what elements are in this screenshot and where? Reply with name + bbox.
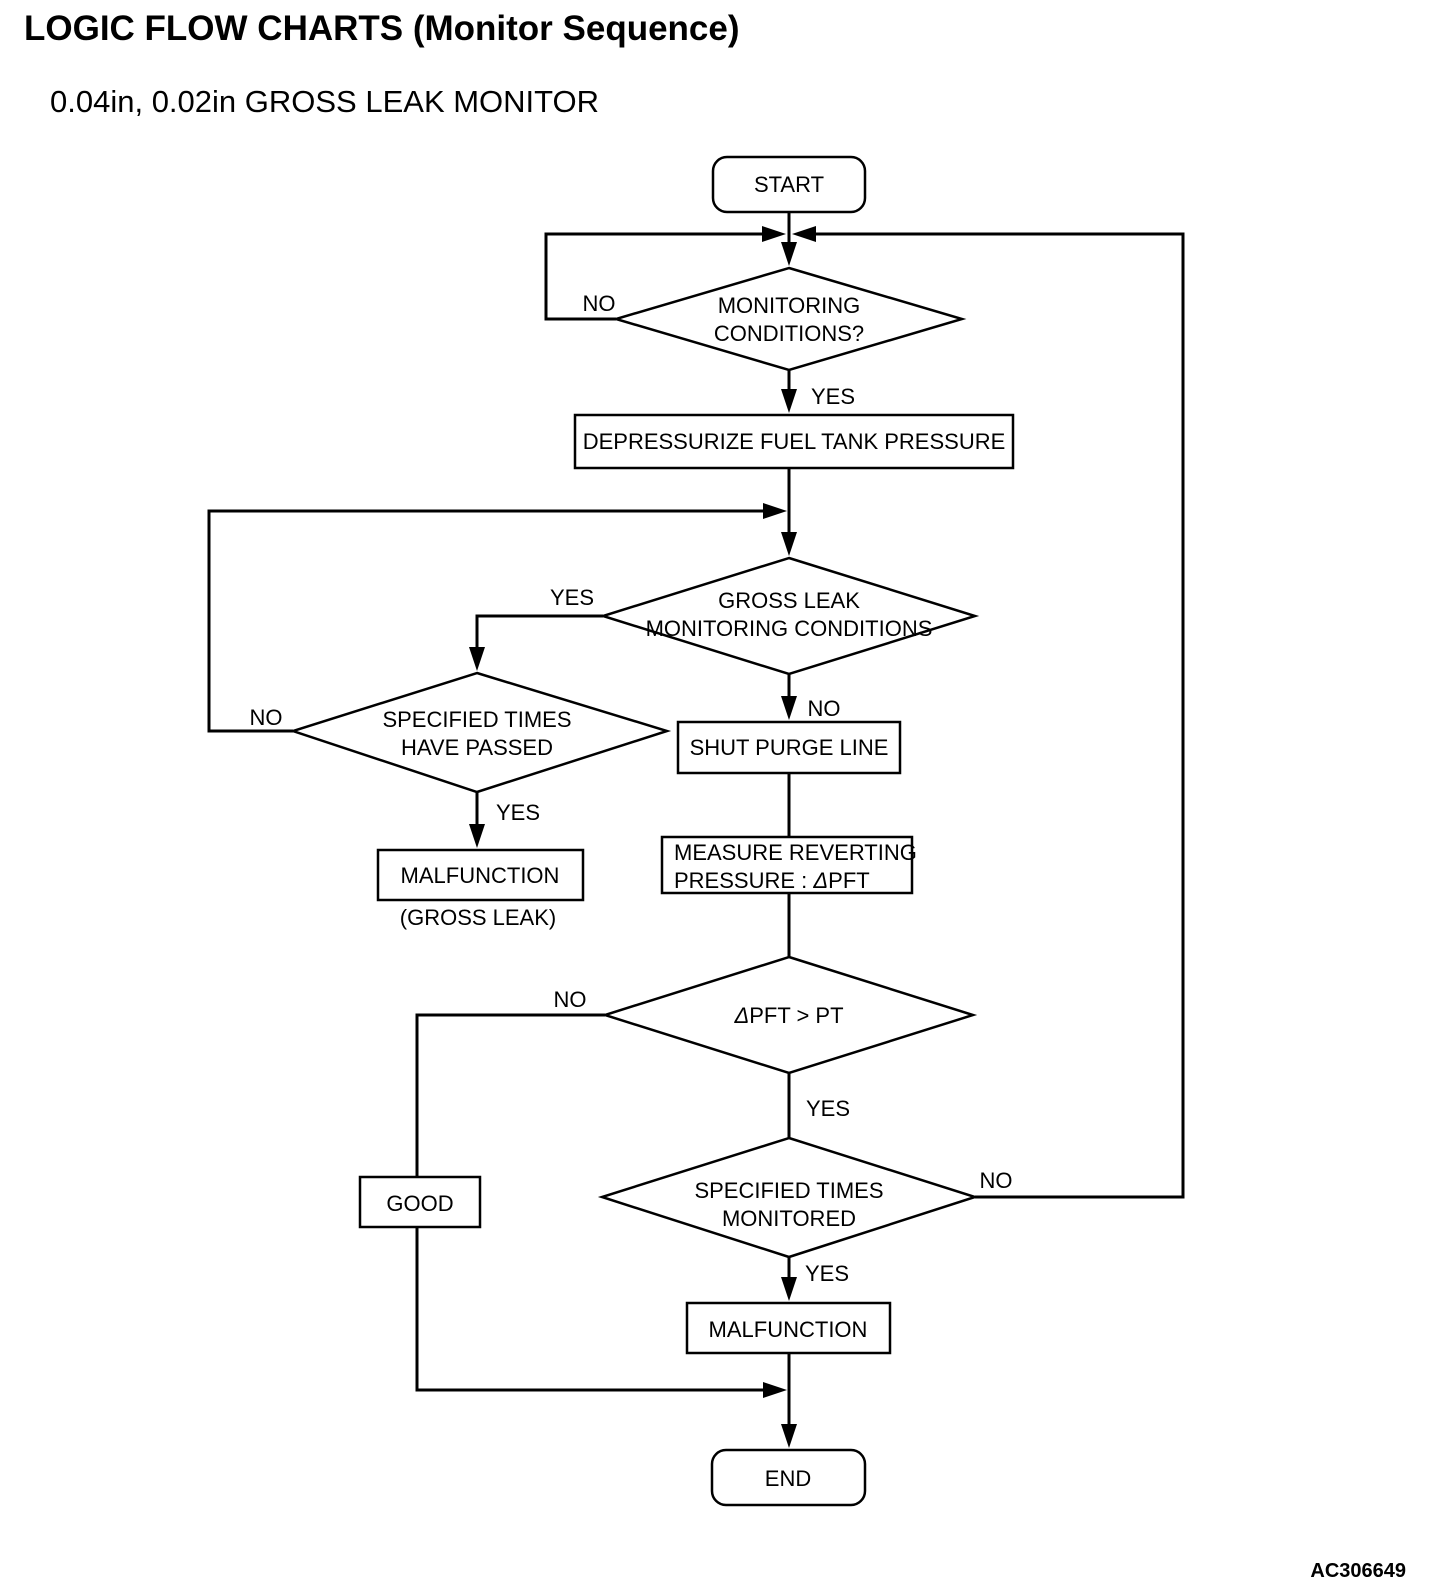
chart-subtitle: 0.04in, 0.02in GROSS LEAK MONITOR: [50, 84, 599, 119]
figure-code: AC306649: [1310, 1560, 1406, 1582]
shut-purge-label: SHUT PURGE LINE: [690, 735, 889, 760]
arrowhead-into-monitoring: [781, 242, 797, 266]
edge-grossleak-yes: [475, 614, 603, 649]
start-terminal-shape: [711, 155, 867, 214]
arrowhead-into-timespassed: [469, 647, 485, 671]
measure-label-line1: MEASURE REVERTING: [674, 840, 917, 865]
specified-times-monitored-decision: SPECIFIED TIMES MONITORED: [597, 1136, 980, 1259]
gross-leak-diamond-shape: [598, 556, 980, 676]
arrowhead-no-loop-right: [762, 226, 786, 242]
edge-label-monitoring-no: NO: [583, 291, 616, 316]
shut-purge-line-process: SHUT PURGE LINE: [676, 720, 902, 775]
edge-good-to-join: [415, 1227, 763, 1392]
monitoring-label-line2: CONDITIONS?: [714, 321, 864, 346]
edge-monitoring-no-loop: [544, 232, 764, 321]
specified-times-passed-decision: SPECIFIED TIMES HAVE PASSED: [288, 671, 672, 794]
edge-label-times-passed-yes: YES: [496, 800, 540, 825]
edge-label-monitored-yes: YES: [805, 1261, 849, 1286]
times-passed-label-line2: HAVE PASSED: [401, 735, 553, 760]
arrowhead-no-loop-left: [792, 226, 816, 242]
measure-label-line2: PRESSURE : ΔPFT: [674, 868, 870, 893]
good-process: GOOD: [358, 1175, 482, 1229]
monitored-label-line1: SPECIFIED TIMES: [694, 1178, 883, 1203]
edge-label-dpft-yes: YES: [806, 1096, 850, 1121]
arrowhead-into-shutpurge: [781, 696, 797, 720]
measure-reverting-process: MEASURE REVERTING PRESSURE : ΔPFT: [660, 835, 917, 895]
dpft-label: ΔPFT > PT: [733, 1003, 843, 1028]
malfunction-box-shape: [685, 1301, 892, 1355]
shut-purge-box-shape: [676, 720, 902, 775]
edge-monitored-no-loop: [814, 232, 1185, 1199]
monitoring-conditions-decision: MONITORING CONDITIONS?: [611, 266, 967, 372]
edge-label-times-passed-no: NO: [250, 705, 283, 730]
times-passed-diamond-shape: [288, 671, 672, 794]
gross-leak-conditions-decision: GROSS LEAK MONITORING CONDITIONS: [598, 556, 980, 676]
malfunction-gross-box-shape: [376, 848, 585, 902]
monitoring-diamond-shape: [611, 266, 967, 372]
monitored-diamond-shape: [597, 1136, 980, 1259]
end-terminal-shape: [710, 1448, 867, 1507]
edge-dpft-no-to-good: [415, 1013, 605, 1177]
malfunction-gross-leak-process: MALFUNCTION (GROSS LEAK): [376, 848, 585, 930]
gross-leak-label-line1: GROSS LEAK: [718, 588, 860, 613]
arrowhead-into-end: [781, 1424, 797, 1448]
edge-label-monitoring-yes: YES: [811, 384, 855, 409]
edge-timespassed-no-feedback: [207, 509, 765, 733]
edge-label-gross-leak-no: NO: [808, 696, 841, 721]
dpft-diamond-shape: [600, 955, 978, 1075]
malfunction-process: MALFUNCTION: [685, 1301, 892, 1355]
depressurize-box-shape: [573, 413, 1015, 470]
gross-leak-label-line2: MONITORING CONDITIONS: [646, 616, 933, 641]
measure-box-shape: [660, 835, 914, 895]
edge-label-dpft-no: NO: [554, 987, 587, 1012]
delta-symbol: Δ: [812, 868, 828, 893]
arrowhead-into-malfunction-gross: [469, 824, 485, 848]
edge-label-monitored-no: NO: [980, 1168, 1013, 1193]
page-title: LOGIC FLOW CHARTS (Monitor Sequence): [24, 9, 740, 48]
start-label: START: [754, 172, 824, 197]
arrowhead-feedback-join: [763, 503, 787, 519]
arrowhead-into-malfunction: [781, 1277, 797, 1301]
times-passed-label-line1: SPECIFIED TIMES: [382, 707, 571, 732]
dpft-gt-pt-decision: ΔPFT > PT: [600, 955, 978, 1075]
depressurize-process: DEPRESSURIZE FUEL TANK PRESSURE: [573, 413, 1015, 470]
depressurize-label: DEPRESSURIZE FUEL TANK PRESSURE: [583, 429, 1006, 454]
malfunction-gross-note: (GROSS LEAK): [400, 905, 556, 930]
malfunction-gross-label: MALFUNCTION: [401, 863, 560, 888]
malfunction-label: MALFUNCTION: [709, 1317, 868, 1342]
arrowhead-good-join: [763, 1382, 787, 1398]
end-label: END: [765, 1466, 811, 1491]
good-box-shape: [358, 1175, 482, 1229]
monitored-label-line2: MONITORED: [722, 1206, 856, 1231]
arrowhead-into-grossleak: [781, 532, 797, 556]
start-node: START: [711, 155, 867, 214]
monitoring-label-line1: MONITORING: [718, 293, 861, 318]
good-label: GOOD: [386, 1191, 453, 1216]
delta-symbol: Δ: [733, 1003, 749, 1028]
end-node: END: [710, 1448, 867, 1507]
edge-label-gross-leak-yes: YES: [550, 585, 594, 610]
arrowhead-into-depressurize: [781, 389, 797, 413]
